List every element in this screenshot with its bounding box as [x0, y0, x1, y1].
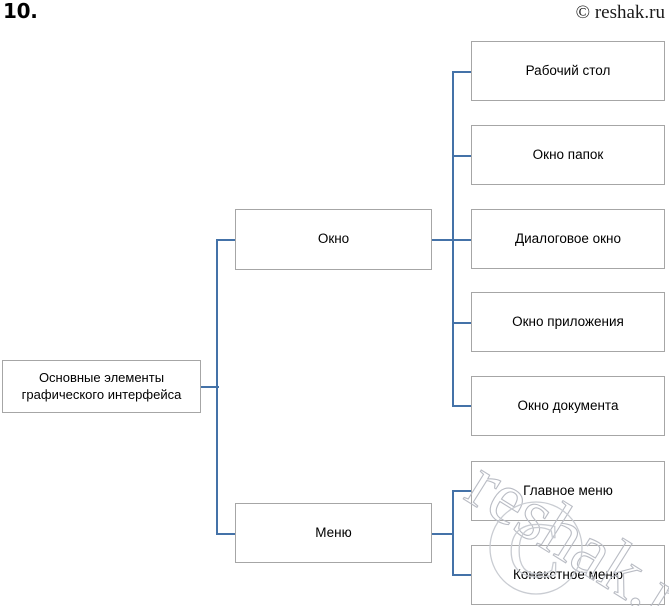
- node-leaf-label: Диалоговое окно: [514, 230, 622, 246]
- node-branch-menu[interactable]: Меню: [235, 503, 432, 563]
- node-root-label-line1: Основные элементы: [38, 369, 165, 385]
- node-leaf-okno-papok[interactable]: Окно папок: [471, 125, 665, 185]
- connector-root-trunk: [216, 239, 218, 535]
- node-branch-menu-label: Меню: [315, 524, 352, 540]
- node-leaf-label: Окно папок: [532, 146, 604, 162]
- node-leaf-label: Главное меню: [523, 482, 613, 498]
- connector-okno-child-3: [452, 239, 472, 241]
- node-leaf-konekstnoe-menu[interactable]: Конекстное меню: [471, 545, 665, 605]
- node-leaf-dialogovoe-okno[interactable]: Диалоговое окно: [471, 209, 665, 269]
- node-leaf-label: Окно документа: [517, 397, 619, 413]
- connector-menu-child-1: [452, 490, 472, 492]
- connector-menu-out: [432, 533, 454, 535]
- node-root-label-line2: графического интерфейса: [21, 386, 182, 402]
- node-root[interactable]: Основные элементы графического интерфейс…: [2, 360, 201, 413]
- connector-okno-out: [432, 239, 454, 241]
- connector-okno-child-4: [452, 322, 472, 324]
- node-leaf-okno-dokumenta[interactable]: Окно документа: [471, 376, 665, 436]
- connector-root-stub: [200, 386, 219, 388]
- connector-menu-stub: [216, 533, 236, 535]
- connector-menu-trunk: [452, 490, 454, 576]
- node-branch-okno-label: Окно: [317, 231, 350, 247]
- node-leaf-label: Рабочий стол: [525, 62, 611, 78]
- node-branch-okno[interactable]: Окно: [235, 209, 432, 270]
- node-leaf-label: Конекстное меню: [513, 566, 623, 582]
- node-leaf-glavnoe-menu[interactable]: Главное меню: [471, 461, 665, 521]
- connector-menu-child-2: [452, 574, 472, 576]
- site-credit-label: © reshak.ru: [575, 2, 665, 23]
- node-leaf-rabochiy-stol[interactable]: Рабочий стол: [471, 41, 665, 101]
- question-number: 10.: [3, 0, 38, 23]
- connector-okno-stub: [216, 239, 236, 241]
- connector-okno-child-2: [452, 155, 472, 157]
- connector-okno-child-1: [452, 71, 472, 73]
- node-leaf-okno-prilozheniya[interactable]: Окно приложения: [471, 292, 665, 352]
- node-leaf-label: Окно приложения: [512, 313, 624, 329]
- connector-okno-child-5: [452, 405, 472, 407]
